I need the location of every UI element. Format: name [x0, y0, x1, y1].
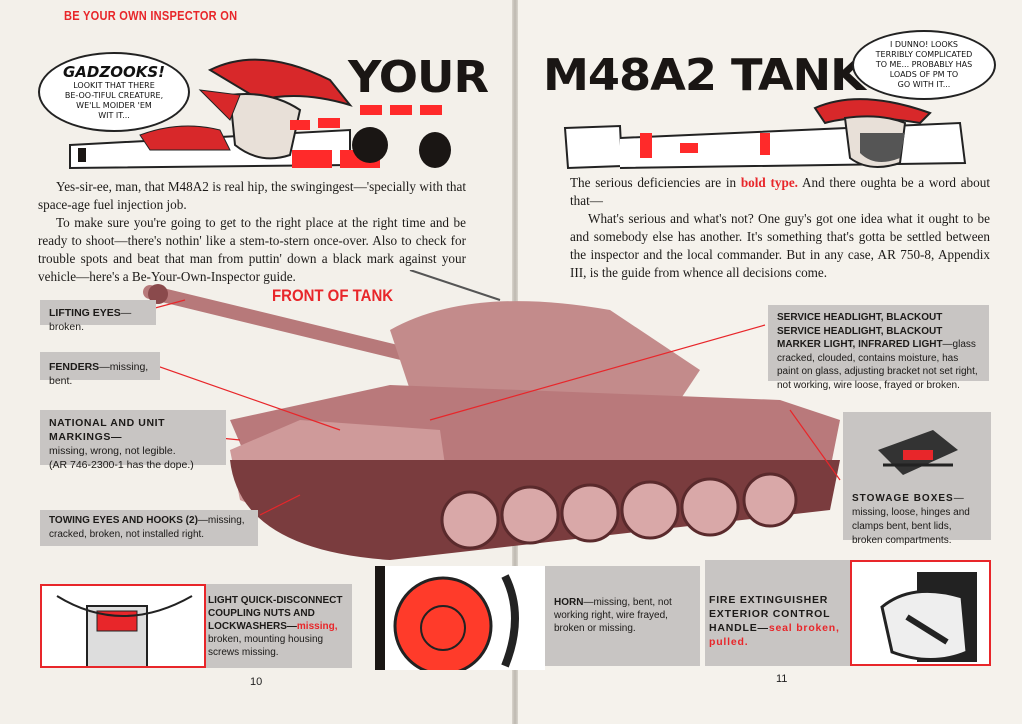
callout-head: LIGHT QUICK-DISCONNECT COUPLING NUTS AND… [208, 595, 343, 632]
callout-markings: NATIONAL AND UNIT MARKINGS— missing, wron… [40, 410, 226, 471]
headline-right: M48A2 TANK [543, 50, 866, 101]
bubble-line: WIT IT... [98, 110, 130, 120]
bubble-line: LOADS OF PM TO [889, 70, 959, 79]
callout-head: HORN [554, 597, 584, 608]
callout-fenders: FENDERS—missing, bent. [40, 352, 160, 387]
bubble-line: WE'LL MOIDER 'EM [76, 100, 152, 110]
callout-head: NATIONAL AND UNIT MARKINGS— [49, 417, 166, 443]
coupling-text: LIGHT QUICK-DISCONNECT COUPLING NUTS AND… [208, 594, 348, 659]
page-number-right: 11 [776, 673, 788, 685]
callout-head: STOWAGE BOXES [852, 493, 954, 504]
callout-headlights: SERVICE HEADLIGHT, BLACKOUT SERVICE HEAD… [768, 305, 989, 391]
horn-illustration [375, 566, 545, 670]
paragraph: What's serious and what's not? One guy's… [570, 211, 990, 280]
cartoon-inspector-illustration [69, 58, 451, 170]
callout-body: —missing, loose, hinges and clamps bent,… [852, 493, 970, 546]
callout-head: LIFTING EYES [49, 307, 121, 319]
bubble-line: TERRIBLY COMPLICATED [875, 50, 973, 59]
callout-lifting-eyes: LIFTING EYES—broken. [40, 300, 156, 333]
callout-body: —missing, cracked, broken, not installed… [49, 515, 245, 540]
stowage-box-illustration [878, 430, 958, 475]
speech-bubble-left: GADZOOKS! LOOKIT THAT THERE BE-OO-TIFUL … [38, 52, 190, 132]
callout-head: FIRE EXTINGUISHER EXTERIOR CONTROL HANDL… [709, 594, 831, 634]
callout-note: (AR 746-2300-1 has the dope.) [49, 459, 194, 471]
callout-horn: HORN—missing, bent, not working right, w… [545, 566, 700, 666]
bubble-line: GO WITH IT... [897, 80, 951, 89]
fire-text: FIRE EXTINGUISHER EXTERIOR CONTROL HANDL… [709, 593, 851, 649]
coupling-illustration [40, 584, 206, 668]
bubble-line: LOOKIT THAT THERE [73, 80, 155, 90]
callout-fire-extinguisher-panel: FIRE EXTINGUISHER EXTERIOR CONTROL HANDL… [705, 560, 991, 666]
callout-body: —missing, bent. [49, 361, 149, 387]
intro-line: The serious deficiencies are in bold typ… [570, 174, 990, 210]
cartoon-inspector-peeking-illustration [563, 98, 967, 170]
kicker-title: BE YOUR OWN INSPECTOR ON [64, 8, 238, 23]
speech-bubble-right: I DUNNO! LOOKS TERRIBLY COMPLICATED TO M… [852, 30, 996, 100]
bubble-line: TO ME... PROBABLY HAS [875, 60, 973, 69]
fire-handle-illustration [850, 560, 991, 666]
callout-head: SERVICE HEADLIGHT, BLACKOUT SERVICE HEAD… [777, 312, 943, 350]
right-intro-text: The serious deficiencies are in bold typ… [570, 174, 990, 282]
bubble-line: BE-OO-TIFUL CREATURE, [64, 90, 164, 100]
headline-left: YOUR [348, 52, 489, 103]
callout-body: broken, mounting housing screws missing. [208, 634, 324, 658]
callout-body: —missing, bent, not working right, wire … [554, 597, 672, 634]
left-intro-text: Yes-sir-ee, man, that M48A2 is real hip,… [38, 178, 466, 286]
callout-body: missing, wrong, not legible. [49, 445, 176, 457]
callout-serious: seal broken, pulled. [709, 622, 840, 648]
callout-stowage-boxes: STOWAGE BOXES—missing, loose, hinges and… [843, 412, 991, 546]
bubble-line: I DUNNO! LOOKS [889, 40, 959, 49]
callout-body: —broken. [49, 307, 132, 333]
bubble-exclaim: GADZOOKS! [62, 62, 166, 81]
callout-serious: missing, [296, 621, 338, 632]
callout-body: —glass cracked, clouded, contains moistu… [777, 339, 978, 391]
intro-end: And there oughta be a word about that— [570, 175, 990, 208]
intro-start: The serious deficiencies are in [570, 175, 741, 190]
callout-head: TOWING EYES AND HOOKS (2) [49, 515, 198, 526]
intro-bold-type: bold type. [740, 175, 798, 190]
page-number-left: 10 [250, 676, 263, 688]
diagram-title: FRONT OF TANK [272, 286, 394, 305]
paragraph: To make sure you're going to get to the … [38, 215, 466, 284]
m48a2-tank-photo [140, 270, 841, 560]
callout-coupling-panel: LIGHT QUICK-DISCONNECT COUPLING NUTS AND… [40, 584, 352, 668]
callout-head: FENDERS [49, 361, 100, 373]
callout-towing: TOWING EYES AND HOOKS (2)—missing, crack… [40, 510, 258, 546]
paragraph: Yes-sir-ee, man, that M48A2 is real hip,… [38, 179, 466, 212]
